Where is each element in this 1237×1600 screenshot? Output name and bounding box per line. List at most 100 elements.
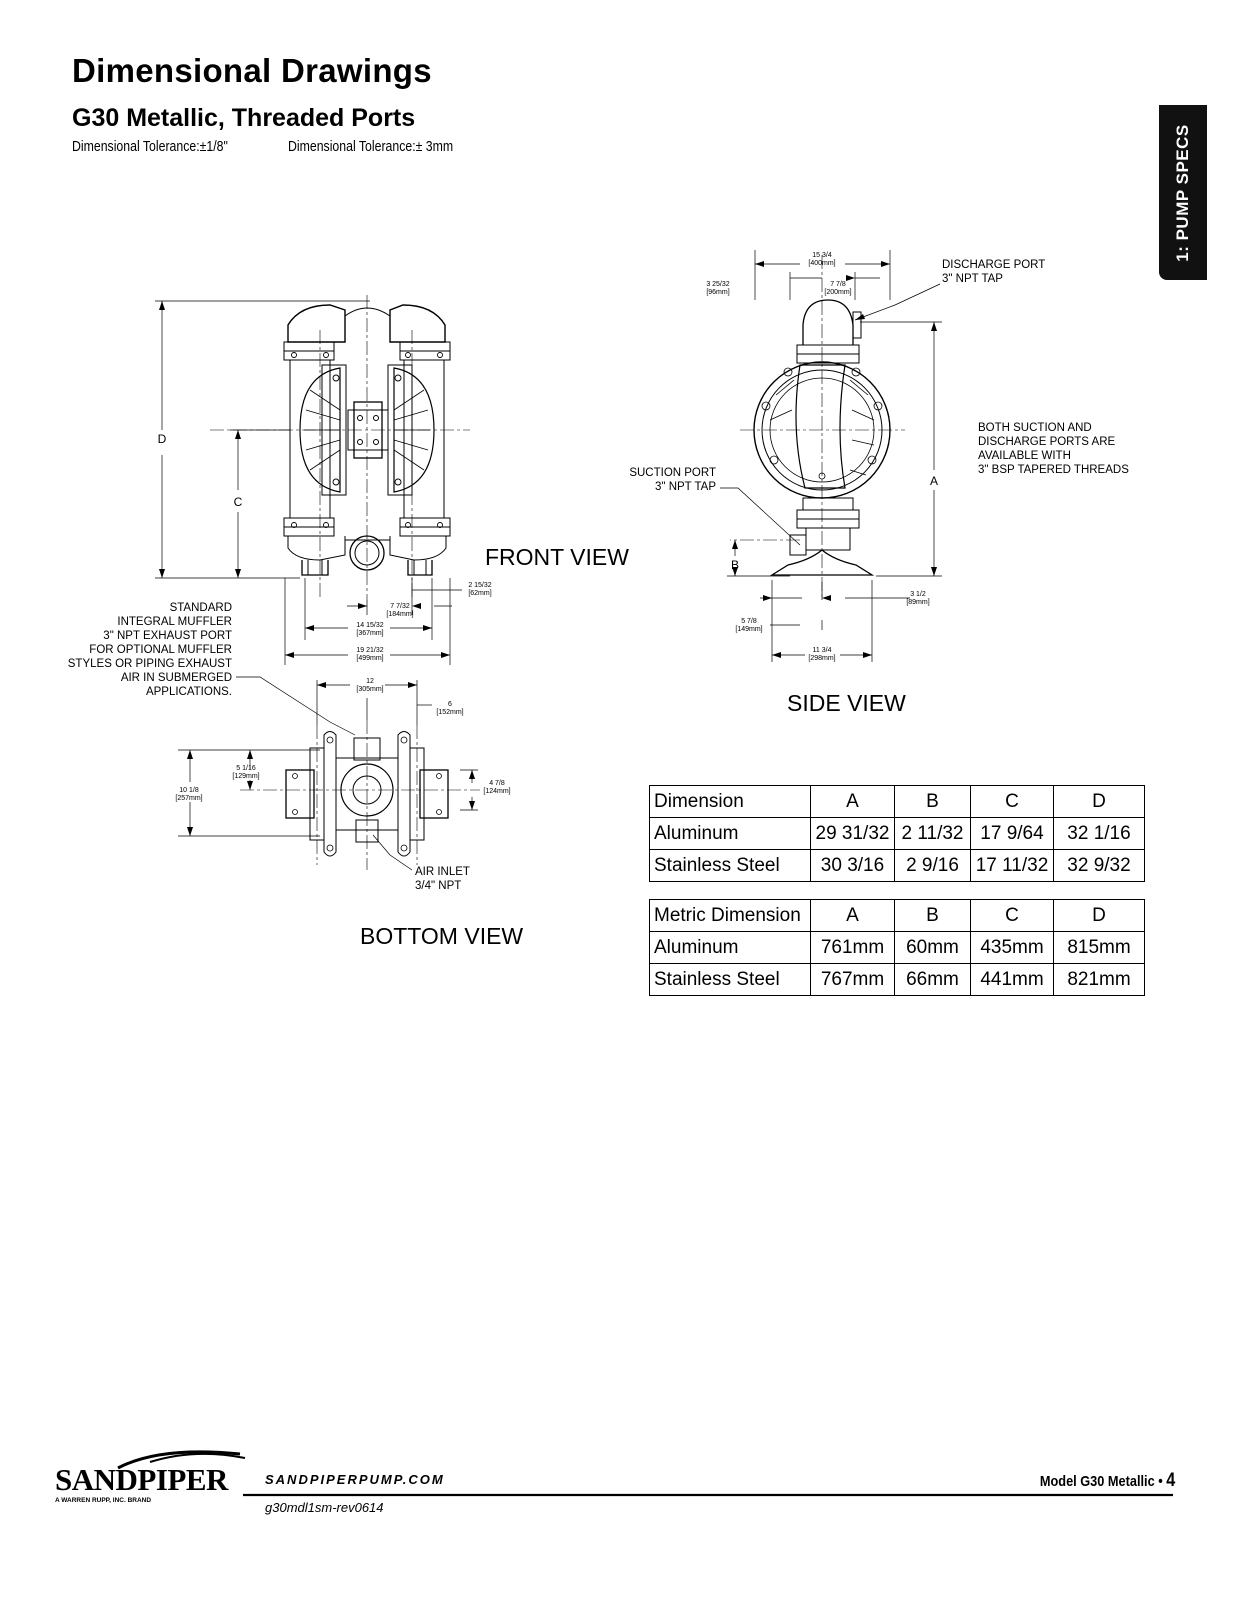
footer-model: Model G30 Metallic • 4 [1040,1470,1175,1492]
dim-12: 12 [366,678,374,685]
dim-10-1-8-mm: [257mm] [175,795,202,802]
table-header-cell: A [810,899,895,932]
website-link[interactable]: SANDPIPERPUMP.COM [265,1472,445,1487]
table-cell: 32 9/32 [1053,849,1145,882]
dim-7-7-8-mm: [200mm] [824,289,851,296]
svg-text:AIR INLET: AIR INLET [415,866,470,878]
page-subtitle: G30 Metallic, Threaded Ports [72,104,416,132]
dim-5-1-16-mm: [129mm] [232,773,259,780]
svg-text:INTEGRAL MUFFLER: INTEGRAL MUFFLER [117,616,232,628]
table-header-cell: C [970,899,1054,932]
section-tab[interactable]: 1: PUMP SPECS [1159,105,1207,280]
table-header-cell: Dimension [649,785,811,818]
model-name: Model G30 Metallic • [1039,1473,1163,1490]
dim-10-1-8: 10 1/8 [179,787,199,794]
dim-3-25-32-mm: [96mm] [706,289,729,296]
dim-12-mm: [305mm] [356,686,383,693]
dimensional-drawing: D C A B 2 15/32 [62mm] 7 7/32 [184mm] 14… [68,250,1129,949]
table-row: Stainless Steel 30 3/16 2 9/16 17 11/32 … [649,849,1145,882]
svg-text:3" NPT EXHAUST PORT: 3" NPT EXHAUST PORT [103,630,232,642]
table-cell: 17 9/64 [970,817,1054,850]
dim-11-3-4-mm: [298mm] [808,655,835,662]
muffler-note: STANDARD INTEGRAL MUFFLER 3" NPT EXHAUST… [68,602,232,698]
dim-3-1-2-mm: [89mm] [906,599,929,606]
table-cell: 60mm [894,931,971,964]
table-cell: 815mm [1053,931,1145,964]
svg-text:SUCTION PORT: SUCTION PORT [629,467,716,479]
dim-label-C: C [234,495,243,509]
dim-11-3-4: 11 3/4 [813,647,832,654]
page-title: Dimensional Drawings [72,52,432,89]
tolerance-metric: Dimensional Tolerance:± 3mm [288,138,454,155]
bottom-view-label: BOTTOM VIEW [360,923,523,949]
table-cell: 29 31/32 [810,817,895,850]
bsp-threads-note: BOTH SUCTION AND DISCHARGE PORTS ARE AVA… [978,422,1129,476]
table-cell: 2 11/32 [894,817,971,850]
svg-text:3" BSP TAPERED THREADS: 3" BSP TAPERED THREADS [978,464,1129,476]
document-code: g30mdl1sm-rev0614 [265,1500,384,1515]
table-row: Aluminum 29 31/32 2 11/32 17 9/64 32 1/1… [649,817,1145,850]
table-header-cell: B [894,785,971,818]
table-cell: 17 11/32 [970,849,1054,882]
dim-7-7-8: 7 7/8 [830,281,846,288]
dim-15-3-4-mm: [400mm] [808,260,835,267]
discharge-port-note: DISCHARGE PORT 3" NPT TAP [942,259,1045,285]
dim-4-7-8: 4 7/8 [489,780,505,787]
suction-port-note: SUCTION PORT 3" NPT TAP [629,467,716,493]
dim-19-21-32: 19 21/32 [356,647,383,654]
dim-5-7-8-mm: [149mm] [735,626,762,633]
table-cell: 767mm [810,963,895,996]
table-header-cell: C [970,785,1054,818]
dim-2-15-32: 2 15/32 [468,582,491,589]
dim-label-A: A [930,474,938,488]
dim-14-15-32-mm: [367mm] [356,630,383,637]
svg-text:AVAILABLE WITH: AVAILABLE WITH [978,450,1071,462]
side-view-label: SIDE VIEW [787,690,906,716]
brand-tagline: A WARREN RUPP, INC. BRAND [55,1497,152,1504]
table-cell: Stainless Steel [649,849,811,882]
page-number: 4 [1166,1470,1175,1491]
imperial-dimension-table: Dimension A B C D Aluminum 29 31/32 2 11… [649,785,1145,882]
table-row: Stainless Steel 767mm 66mm 441mm 821mm [649,963,1145,996]
dim-15-3-4: 15 3/4 [812,252,832,259]
tolerance-imperial: Dimensional Tolerance:±1/8" [72,138,228,155]
svg-text:3" NPT TAP: 3" NPT TAP [942,273,1003,285]
svg-text:BOTH SUCTION AND: BOTH SUCTION AND [978,422,1092,434]
table-cell: 66mm [894,963,971,996]
brand-logo[interactable]: SANDPIPER [55,1462,228,1497]
dim-5-7-8: 5 7/8 [741,618,757,625]
table-cell: Aluminum [649,931,811,964]
table-cell: 821mm [1053,963,1145,996]
table-header-cell: D [1053,785,1145,818]
dim-5-1-16: 5 1/16 [236,765,256,772]
footer-graphics [117,1450,1173,1497]
table-cell: 32 1/16 [1053,817,1145,850]
dim-6: 6 [448,701,452,708]
dim-7-7-32: 7 7/32 [390,603,410,610]
svg-text:APPLICATIONS.: APPLICATIONS. [146,686,232,698]
svg-text:AIR IN SUBMERGED: AIR IN SUBMERGED [121,672,232,684]
dim-label-D: D [158,432,167,446]
svg-text:DISCHARGE PORT: DISCHARGE PORT [942,259,1045,271]
table-cell: Stainless Steel [649,963,811,996]
table-header-cell: Metric Dimension [649,899,811,932]
dim-3-1-2: 3 1/2 [910,591,926,598]
table-cell: 30 3/16 [810,849,895,882]
dim-19-21-32-mm: [499mm] [356,655,383,662]
table-header-cell: D [1053,899,1145,932]
table-header-row: Dimension A B C D [649,785,1145,818]
logo-swoosh [117,1450,241,1470]
svg-text:FOR OPTIONAL MUFFLER: FOR OPTIONAL MUFFLER [89,644,232,656]
table-cell: 761mm [810,931,895,964]
dim-6-mm: [152mm] [436,709,463,716]
table-header-row: Metric Dimension A B C D [649,899,1145,932]
svg-text:3" NPT TAP: 3" NPT TAP [655,481,716,493]
svg-text:DISCHARGE PORTS ARE: DISCHARGE PORTS ARE [978,436,1116,448]
dim-2-15-32-mm: [62mm] [468,590,491,597]
front-view-label: FRONT VIEW [485,544,629,570]
svg-text:STYLES OR PIPING EXHAUST: STYLES OR PIPING EXHAUST [68,658,232,670]
dim-label-B: B [731,558,739,572]
table-row: Aluminum 761mm 60mm 435mm 815mm [649,931,1145,964]
svg-text:3/4" NPT: 3/4" NPT [415,880,461,892]
dim-4-7-8-mm: [124mm] [483,788,510,795]
